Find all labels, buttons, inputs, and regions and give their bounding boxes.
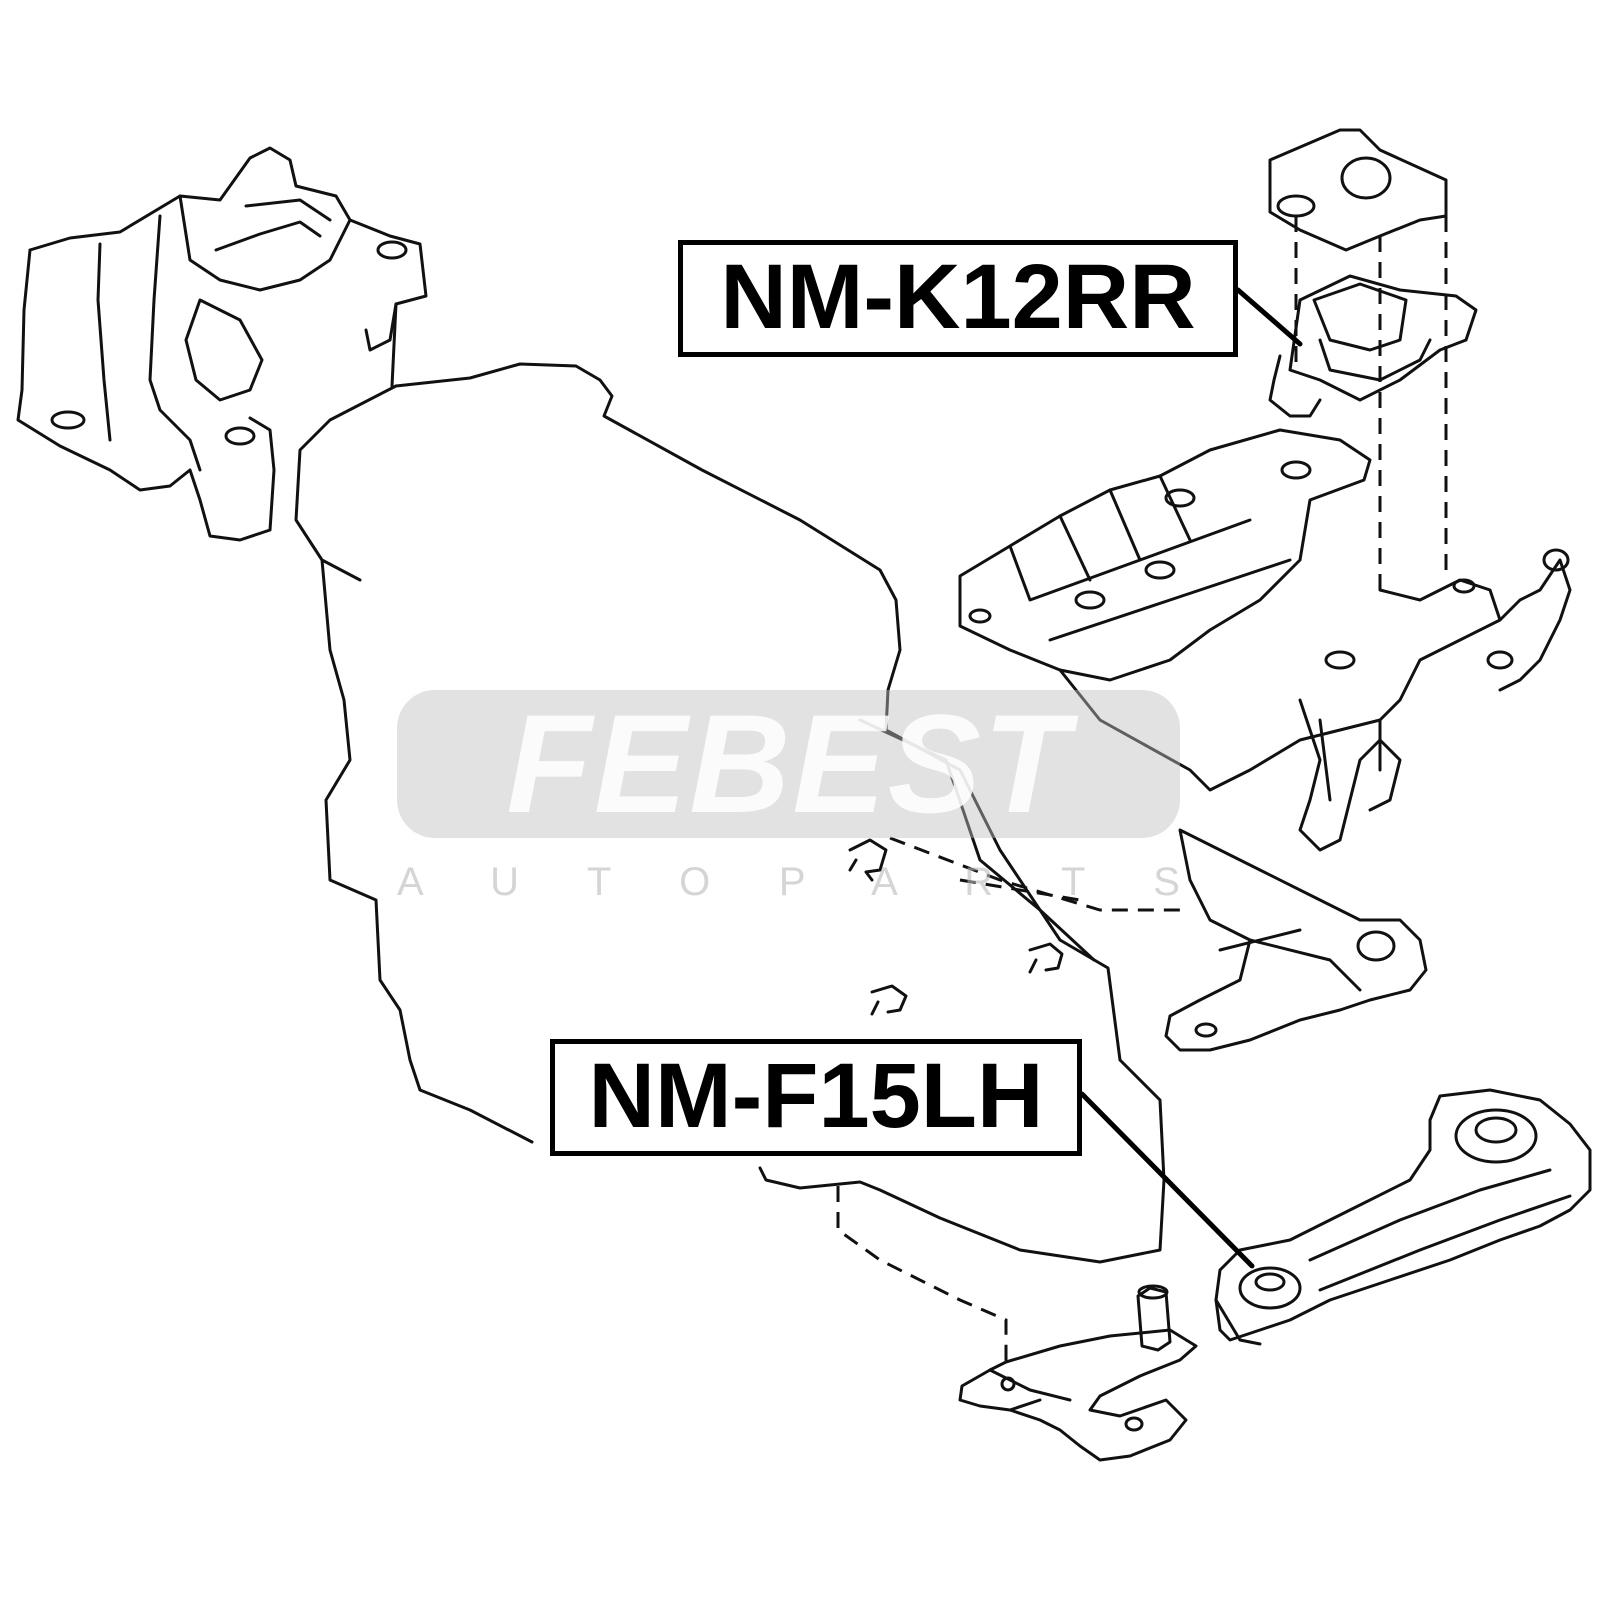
mount-stud-2 (1028, 942, 1064, 974)
part-label-k12rr: NM-K12RR (678, 240, 1238, 357)
torque-rod-mount (1214, 1088, 1592, 1346)
middle-mount-bracket (889, 828, 1428, 1052)
leader-line-k12rr (1235, 287, 1303, 347)
engine-block-outline (394, 362, 1166, 1264)
rear-engine-mount-assembly (958, 128, 1572, 852)
left-lower-mount-bracket (836, 1186, 1198, 1462)
watermark-tagline: A U T O P A R T S (397, 860, 1180, 904)
mount-stud-1 (848, 838, 888, 882)
part-label-f15lh: NM-F15LH (550, 1039, 1082, 1156)
watermark-brand: FEBEST (506, 685, 1071, 842)
engine-left-contour (294, 384, 534, 1144)
left-engine-mount-bracket (16, 146, 428, 542)
mount-stud-3 (870, 984, 908, 1016)
watermark-backdrop (397, 690, 1180, 838)
leader-line-f15lh (1079, 1091, 1255, 1269)
engine-inner-contour (858, 718, 1096, 962)
